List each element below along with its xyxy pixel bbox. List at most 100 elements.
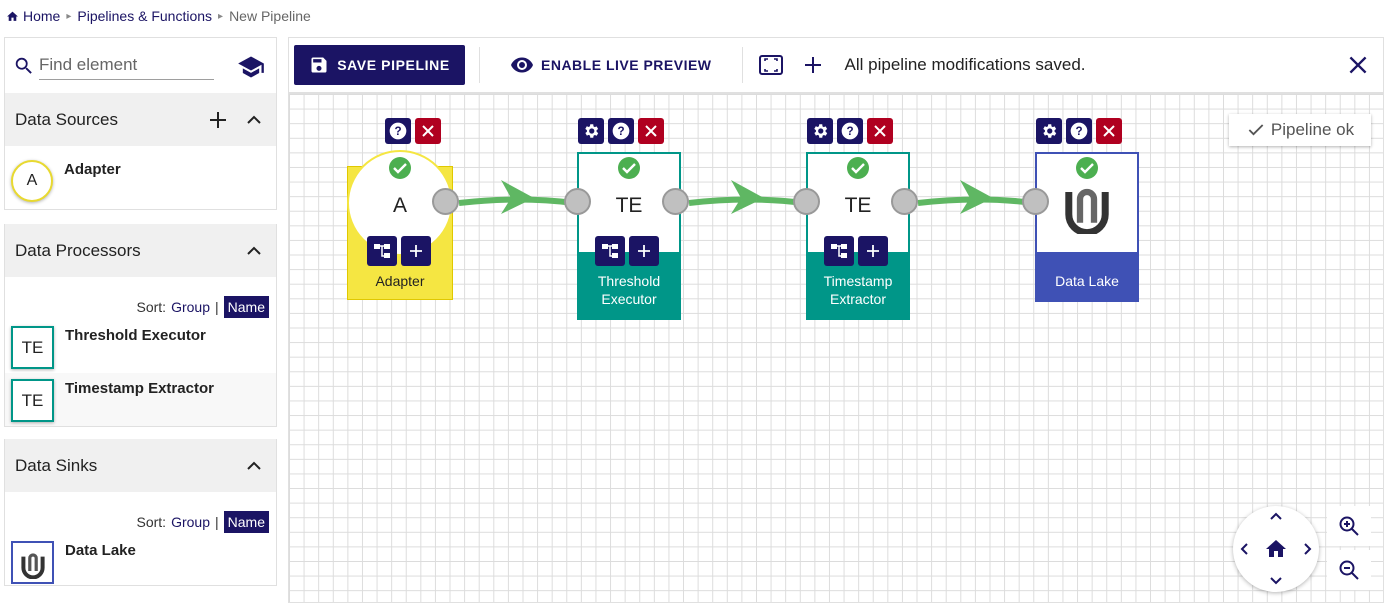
help-icon: ? <box>389 122 407 140</box>
zoom-in-button[interactable] <box>1327 506 1371 546</box>
output-port[interactable] <box>432 188 459 215</box>
chevron-left-icon[interactable] <box>1239 543 1249 555</box>
connection[interactable] <box>917 180 1035 214</box>
add-icon <box>638 245 650 257</box>
check-circle-icon <box>847 157 869 179</box>
sink-node-footer <box>1035 252 1139 302</box>
hierarchy-icon <box>831 244 847 258</box>
breadcrumb-current: New Pipeline <box>229 8 311 24</box>
input-port[interactable] <box>564 188 591 215</box>
delete-button[interactable] <box>415 118 441 144</box>
node-label: Timestamp Extractor <box>806 272 910 308</box>
close-icon <box>874 125 886 137</box>
chevron-up-icon[interactable] <box>246 112 262 128</box>
home-icon[interactable] <box>1264 537 1288 561</box>
sort-row: Sort: Group | Name <box>5 509 276 535</box>
add-element-button[interactable] <box>629 236 659 266</box>
save-pipeline-button[interactable]: SAVE PIPELINE <box>294 45 465 85</box>
delete-button[interactable] <box>1096 118 1122 144</box>
data-sources-header[interactable]: Data Sources <box>4 93 277 146</box>
node-label: Adapter <box>375 273 425 289</box>
chevron-up-icon[interactable] <box>246 243 262 259</box>
chevron-up-icon[interactable] <box>1270 511 1282 521</box>
sort-name-button[interactable]: Name <box>223 296 269 318</box>
data-sources-title: Data Sources <box>15 109 118 129</box>
gear-icon <box>585 124 599 138</box>
close-icon[interactable] <box>1345 52 1371 78</box>
node-tools: ? <box>807 118 893 144</box>
data-lake-icon <box>11 541 54 584</box>
data-processors-header[interactable]: Data Processors <box>4 224 277 277</box>
settings-button[interactable] <box>1036 118 1062 144</box>
toolbar-divider <box>741 47 743 83</box>
compatible-elements-button[interactable] <box>595 236 625 266</box>
chevron-down-icon[interactable] <box>1270 576 1282 586</box>
sort-group-button[interactable]: Group <box>171 299 210 315</box>
node-label-line: Timestamp <box>823 273 893 289</box>
fit-to-screen-icon[interactable] <box>757 51 785 79</box>
help-button[interactable]: ? <box>837 118 863 144</box>
node-label-line: Executor <box>601 291 657 307</box>
pipeline-canvas[interactable]: Pipeline ok ? A <box>288 93 1384 603</box>
pipeline-node-data-lake[interactable]: ? Data Lake <box>1035 118 1139 303</box>
add-icon[interactable] <box>799 51 827 79</box>
add-icon <box>867 245 879 257</box>
node-tools: ? <box>385 118 441 144</box>
close-icon <box>1103 125 1115 137</box>
chevron-right-icon[interactable] <box>1303 543 1313 555</box>
item-title: Threshold Executor <box>65 327 206 344</box>
search-input[interactable] <box>39 51 214 80</box>
help-button[interactable]: ? <box>608 118 634 144</box>
connection[interactable] <box>458 180 575 214</box>
settings-button[interactable] <box>578 118 604 144</box>
list-item[interactable]: Data Lake <box>5 535 276 585</box>
school-icon[interactable] <box>237 53 265 81</box>
settings-button[interactable] <box>807 118 833 144</box>
input-port[interactable] <box>793 188 820 215</box>
toolbar-divider <box>479 47 480 83</box>
add-element-button[interactable] <box>858 236 888 266</box>
home-icon[interactable] <box>6 10 19 23</box>
pipeline-node-threshold-executor[interactable]: ? TE Threshold Executor <box>577 118 681 321</box>
breadcrumb-home[interactable]: Home <box>23 8 61 24</box>
svg-text:?: ? <box>1075 125 1082 138</box>
enable-live-preview-button[interactable]: ENABLE LIVE PREVIEW <box>494 53 728 77</box>
help-icon: ? <box>1070 122 1088 140</box>
pipeline-node-adapter[interactable]: ? A Adapter <box>347 118 453 304</box>
help-button[interactable]: ? <box>1066 118 1092 144</box>
list-item[interactable]: A Adapter <box>5 154 276 208</box>
close-icon <box>422 125 434 137</box>
data-processors-list: Sort: Group | Name TE Threshold Executor… <box>4 277 277 427</box>
hierarchy-icon <box>602 244 618 258</box>
add-element-button[interactable] <box>401 236 431 266</box>
output-port[interactable] <box>662 188 689 215</box>
list-item[interactable]: TE Threshold Executor <box>5 320 276 373</box>
node-actions <box>595 236 659 266</box>
chevron-up-icon[interactable] <box>246 458 262 474</box>
search-row <box>4 37 277 93</box>
hierarchy-icon <box>374 244 390 258</box>
svg-text:?: ? <box>846 125 853 138</box>
input-port[interactable] <box>1022 188 1049 215</box>
compatible-elements-button[interactable] <box>824 236 854 266</box>
output-port[interactable] <box>891 188 918 215</box>
connection[interactable] <box>688 180 805 214</box>
add-icon[interactable] <box>208 110 228 130</box>
compatible-elements-button[interactable] <box>367 236 397 266</box>
delete-button[interactable] <box>638 118 664 144</box>
sort-group-button[interactable]: Group <box>171 514 210 530</box>
list-item[interactable]: TE Timestamp Extractor <box>5 373 276 426</box>
svg-text:?: ? <box>394 125 401 138</box>
zoom-out-button[interactable] <box>1327 550 1371 590</box>
item-title: Adapter <box>64 161 121 178</box>
data-processors-title: Data Processors <box>15 240 141 260</box>
sort-name-button[interactable]: Name <box>223 511 269 533</box>
delete-button[interactable] <box>867 118 893 144</box>
pipeline-status-badge[interactable]: Pipeline ok <box>1229 114 1371 146</box>
help-button[interactable]: ? <box>385 118 411 144</box>
breadcrumb-pipelines[interactable]: Pipelines & Functions <box>77 8 213 24</box>
sort-separator: | <box>215 514 219 530</box>
pipeline-node-timestamp-extractor[interactable]: ? TE Timestamp Extractor <box>806 118 910 321</box>
breadcrumb: Home ▸ Pipelines & Functions ▸ New Pipel… <box>6 6 311 26</box>
data-sinks-header[interactable]: Data Sinks <box>4 439 277 492</box>
